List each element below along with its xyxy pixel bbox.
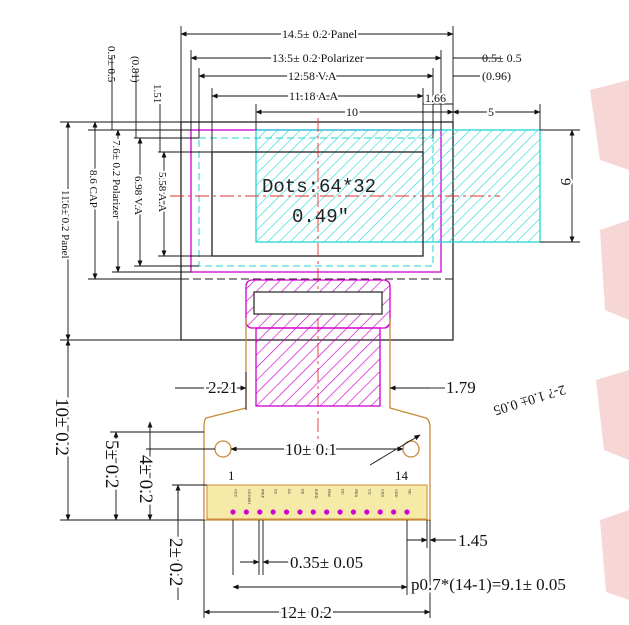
pad-4 [270, 509, 276, 515]
dim-fpc-low-height: 4± 0.2 [135, 455, 156, 503]
dim-va-width: 12.58 V.A [288, 69, 337, 83]
watermark [590, 80, 629, 600]
pin-label: E/RD [314, 489, 319, 499]
dim-fpc-total-height: 10± 0.2 [51, 398, 72, 456]
dim-touch-width: 10 [346, 105, 358, 119]
dim-pad-end: 1.45 [458, 531, 488, 550]
pad-2 [243, 509, 249, 515]
dots-label: Dots:64*32 [262, 176, 376, 198]
pad-6 [297, 509, 303, 515]
pin-label: R/W [327, 489, 332, 497]
dim-pad-width: 0.35± 0.05 [290, 553, 363, 572]
fpc-dimensions [175, 372, 456, 618]
pad-strip [206, 484, 428, 520]
active-area [211, 151, 424, 257]
size-label: 0.49″ [292, 206, 349, 228]
pad-12 [377, 509, 383, 515]
dim-panel-height: 11.6± 0.2 Panel [59, 190, 71, 259]
pin-label: DC [341, 489, 346, 495]
dim-fpc-right-step: 1.79 [446, 378, 476, 397]
pin-label: VDD [394, 489, 399, 498]
dim-fpc-left-step: 2.21 [208, 378, 238, 397]
pad-8 [324, 509, 330, 515]
pin-label: IREF [260, 489, 265, 499]
fpc-window [253, 291, 383, 315]
pad-11 [364, 509, 370, 515]
pin-label: VSS [381, 489, 386, 497]
pin-last-label: 14 [395, 468, 409, 483]
pad-9 [337, 509, 343, 515]
left-dimensions [60, 56, 215, 600]
dim-right-margin: 0.5± 0.5 [482, 51, 522, 65]
fpc-outline [203, 318, 431, 521]
pin-label: NC [408, 489, 413, 495]
dim-aa-height: 5.58 A.A [156, 172, 168, 212]
pin-label: VCC [234, 489, 239, 498]
pin-label: D0 [300, 489, 305, 495]
pin-label: RES [354, 489, 359, 498]
pad-3 [257, 509, 263, 515]
pad-1 [230, 509, 236, 515]
dim-pitch: p0.7*(14-1)=9.1± 0.05 [411, 575, 566, 594]
mount-hole-left [214, 440, 232, 458]
top-dimensions [180, 26, 541, 152]
dim-cap-height: 8.6 CAP [87, 170, 99, 208]
pin-label: D2 [274, 489, 279, 495]
dim-polarizer-width: 13.5± 0.2 Polarizer [272, 51, 364, 65]
dim-touch-height: 9 [557, 178, 573, 186]
dim-fpc-mid-height: 5± 0.2 [101, 440, 122, 488]
right-dimensions [540, 129, 580, 243]
fpc-stiffener [255, 327, 381, 407]
dim-aa-offset: 1.66 [425, 91, 446, 105]
dim-panel-width: 14.5± 0.2 Panel [282, 27, 358, 41]
dim-left-small-2: (0.81) [129, 56, 141, 83]
dim-aa-width: 11.18 A.A [289, 89, 339, 103]
dim-left-small-1: 0.5± 0.5 [105, 46, 117, 83]
dim-polarizer-height: 7.6± 0.2 Polarizer [110, 140, 122, 219]
pin-first-label: 1 [228, 468, 235, 483]
touch-area [255, 129, 541, 243]
pad-10 [350, 509, 357, 515]
pad-14 [404, 509, 410, 515]
dim-touch-offset: 5 [488, 105, 494, 119]
dim-hole-spacing: 10± 0.1 [285, 440, 337, 459]
dim-fpc-width: 12± 0.2 [280, 603, 332, 622]
pin-label: VCOMH [247, 489, 252, 504]
dim-left-small-3: 1.51 [151, 84, 163, 103]
pin-label: CS [367, 489, 372, 495]
pad-13 [391, 509, 397, 515]
dim-right-small: (0.96) [482, 69, 511, 83]
pad-5 [283, 509, 290, 515]
pin-label: D1 [287, 489, 292, 495]
dim-hole-diameter: 2-? 1.0± 0.05 [492, 381, 568, 417]
dim-va-height: 6.98 V.A [132, 176, 144, 215]
pads: VCC VCOMH IREF D2 D1 D0 E/RD R/W DC RES CS VSS VDD NC [230, 489, 413, 515]
pad-7 [310, 509, 316, 515]
dim-pad-height: 2± 0.2 [165, 538, 186, 586]
